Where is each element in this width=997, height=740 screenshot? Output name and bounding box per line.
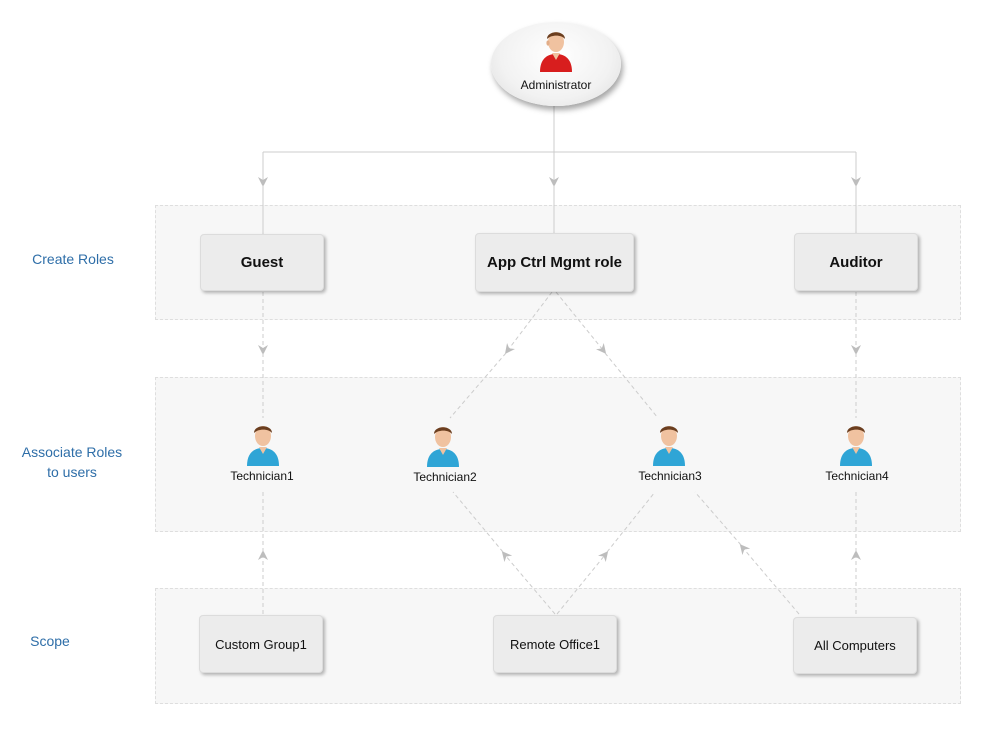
connector-appctrl-tech2-tail	[449, 352, 507, 419]
technician4-avatar-icon	[836, 420, 876, 466]
role-app-ctrl-box: App Ctrl Mgmt role	[475, 233, 634, 292]
connector-allcomp-tech3-tail	[694, 491, 742, 546]
connector-remote1-tech2-tail	[452, 491, 504, 553]
scope-remote-office1-box: Remote Office1	[493, 615, 617, 673]
connector-appctrl-tech2	[504, 291, 553, 354]
role-guest-box: Guest	[200, 234, 324, 291]
technician2-avatar-icon	[423, 421, 463, 467]
administrator-label: Administrator	[520, 78, 592, 92]
connector-appctrl-tech3	[555, 291, 607, 354]
connector-remote1-tech2	[501, 551, 556, 615]
connector-remote1-tech3	[556, 551, 609, 615]
associate-roles-label: Associate Roles to users	[14, 442, 130, 482]
connector-appctrl-tech3-tail	[604, 352, 659, 419]
scope-custom-group1-box: Custom Group1	[199, 615, 323, 673]
associate-roles-label-line1: Associate Roles	[21, 444, 123, 460]
scope-label: Scope	[30, 633, 70, 649]
technician4-label: Technician4	[825, 469, 889, 483]
administrator-avatar-icon	[536, 26, 576, 72]
administrator-node: Administrator	[491, 22, 621, 106]
technician2-label: Technician2	[413, 470, 477, 484]
connector-allcomp-tech3	[739, 544, 800, 615]
associate-roles-label-line2: to users	[47, 464, 97, 480]
technician1-label: Technician1	[230, 469, 294, 483]
scope-all-computers-box: All Computers	[793, 617, 917, 674]
technician3-avatar-icon	[649, 420, 689, 466]
technician1-avatar-icon	[243, 420, 283, 466]
connector-remote1-tech3-tail	[606, 491, 656, 553]
role-auditor-box: Auditor	[794, 233, 918, 291]
associate-roles-band	[155, 377, 961, 532]
create-roles-label: Create Roles	[32, 251, 114, 267]
technician3-label: Technician3	[638, 469, 702, 483]
